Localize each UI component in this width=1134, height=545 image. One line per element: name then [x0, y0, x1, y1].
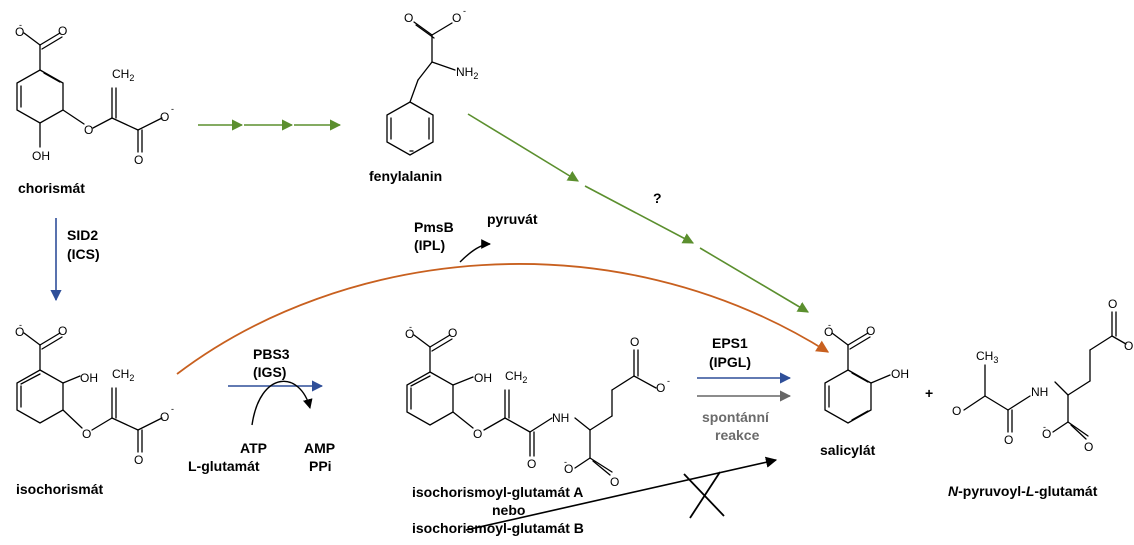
- sal-oh: OH: [891, 367, 909, 381]
- icg-charge-2: -: [564, 457, 567, 467]
- igs-label: (IGS): [253, 364, 286, 380]
- ipl-label: (IPL): [414, 237, 445, 253]
- icg-nh: NH: [552, 411, 569, 425]
- sid2-label: SID2: [67, 227, 98, 243]
- ics-label: (ICS): [67, 246, 100, 262]
- phenylalanine-to-salicylate-arrows: [467, 113, 809, 313]
- phe-charge: -: [463, 6, 466, 16]
- pyruvate-release-arrow: [459, 239, 491, 263]
- chor-ether-o: O: [84, 123, 93, 137]
- pg-keto-o: O: [952, 404, 961, 418]
- chor-o-right: O: [160, 110, 169, 124]
- salicylate-label: salicylát: [820, 442, 876, 458]
- pg-nh: NH: [1031, 385, 1048, 399]
- pg-ch3: CH3: [976, 349, 998, 365]
- icg-charge-1: -: [409, 322, 412, 332]
- block-cross-2: [689, 471, 721, 519]
- icg-ch2: CH2: [505, 369, 527, 385]
- phenylalanine-structure: O O - NH2: [386, 6, 478, 156]
- isochorismoyl-glutamate-structure: O O - OH O CH2 O NH O - O O O -: [405, 322, 670, 489]
- pyruvoyl-glutamate-structure: O CH3 O NH O - O O O: [952, 297, 1133, 454]
- chor-charge-1: -: [19, 20, 22, 30]
- pg-amide-o: O: [1004, 433, 1013, 447]
- icg-oh: OH: [474, 371, 492, 385]
- iso-charge-1: -: [19, 320, 22, 330]
- iso-charge-2: -: [171, 404, 174, 414]
- pg-o-right: O: [1124, 339, 1133, 353]
- iso-oh: OH: [80, 371, 98, 385]
- phe-o-single: O: [452, 11, 461, 25]
- icg-o-right: O: [656, 381, 665, 395]
- phe-nh2: NH2: [456, 65, 478, 81]
- icg-carboxyl-o: O: [448, 326, 457, 340]
- salicylate-structure: O O - OH: [824, 320, 909, 424]
- isochorismate-structure: O O - OH O CH2 O - O: [15, 320, 174, 467]
- spontaneous-label-1: spontánní: [702, 409, 770, 425]
- sal-carboxyl-o: O: [866, 324, 875, 338]
- pg-o-lower2: O: [1084, 440, 1093, 454]
- pg-o-top: O: [1108, 297, 1117, 311]
- icg-ether-o: O: [473, 427, 482, 441]
- icg-charge-3: -: [667, 376, 670, 386]
- pyruvate-label: pyruvát: [487, 211, 538, 227]
- blocked-arrow: [465, 456, 778, 531]
- chor-charge-2: -: [171, 104, 174, 114]
- sal-charge: -: [828, 320, 831, 330]
- isochorismate-label: isochorismát: [16, 481, 103, 497]
- atp-label: ATP: [240, 440, 267, 456]
- iso-o-right: O: [160, 410, 169, 424]
- eps1-label: EPS1: [712, 335, 748, 351]
- plus-sign: +: [925, 385, 933, 401]
- icg-carboxyl-o2: O: [405, 327, 414, 341]
- chor-oh: OH: [32, 149, 50, 163]
- pmsb-arrow: [176, 263, 830, 375]
- pmsb-label: PmsB: [414, 219, 454, 235]
- chorismate-label: chorismát: [18, 180, 85, 196]
- icg-a-label: isochorismoyl-glutamát A: [412, 484, 583, 500]
- pg-charge-1: -: [1043, 422, 1046, 432]
- pyruvoyl-glutamate-label: N-pyruvoyl-L-glutamát: [948, 483, 1098, 499]
- iso-o-bottom: O: [134, 453, 143, 467]
- iso-ch2: CH2: [112, 367, 134, 383]
- iso-carboxyl-o2: O: [15, 325, 24, 339]
- icg-o-top: O: [630, 335, 639, 349]
- icg-o-lower: O: [564, 462, 573, 476]
- ipgl-label: (IPGL): [709, 354, 751, 370]
- unknown-step-question: ?: [653, 190, 662, 206]
- phenylalanine-label: fenylalanin: [369, 168, 442, 184]
- iso-ether-o: O: [82, 427, 91, 441]
- spontaneous-label-2: reakce: [715, 427, 760, 443]
- icg-b-label: isochorismoyl-glutamát B: [412, 520, 584, 536]
- chorismate-structure: O O - O CH2 O - O OH: [15, 20, 174, 167]
- icg-or-label: nebo: [492, 502, 525, 518]
- sal-carboxyl-o2: O: [824, 325, 833, 339]
- icg-amide-o: O: [527, 457, 536, 471]
- ppi-label: PPi: [309, 458, 332, 474]
- atp-glutamate-arrow: [251, 380, 313, 426]
- chor-o-bottom: O: [134, 153, 143, 167]
- amp-label: AMP: [304, 440, 335, 456]
- pbs3-label: PBS3: [253, 346, 290, 362]
- iso-carboxyl-o: O: [58, 324, 67, 338]
- chor-carboxyl-o2: O: [15, 25, 24, 39]
- chor-carboxyl-o: O: [58, 24, 67, 38]
- l-glutamate-label: L-glutamát: [188, 458, 260, 474]
- phe-o-double: O: [404, 11, 413, 25]
- icg-o-lower2: O: [610, 475, 619, 489]
- chor-ch2: CH2: [112, 67, 134, 83]
- pg-o-lower: O: [1042, 427, 1051, 441]
